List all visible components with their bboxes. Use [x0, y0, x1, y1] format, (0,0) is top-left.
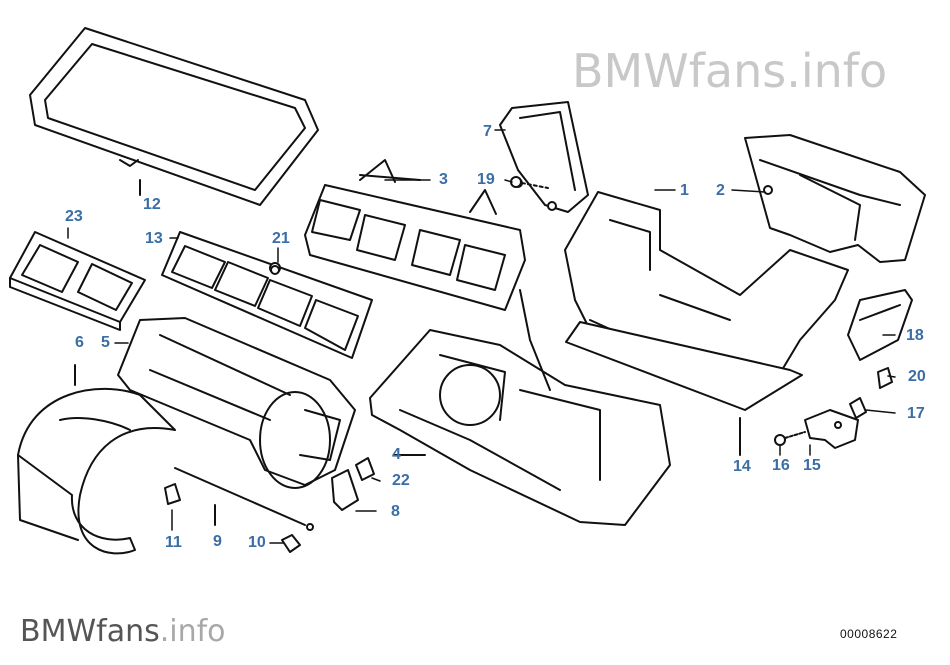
part-9-cable: [174, 467, 314, 531]
part-22-bracket: [355, 457, 375, 481]
part-17-fitting: [849, 397, 867, 419]
callout-11: 11: [165, 534, 182, 551]
watermark-suffix: .info: [159, 614, 226, 649]
part-11-clip: [164, 483, 181, 505]
callout-4: 4: [392, 446, 401, 463]
callout-8: 8: [391, 503, 400, 520]
callout-6: 6: [75, 334, 84, 351]
callout-15: 15: [803, 457, 821, 474]
callout-9: 9: [213, 533, 222, 550]
part-23-filter-frame: [9, 231, 146, 331]
callout-14: 14: [733, 458, 751, 475]
callout-19: 19: [477, 171, 495, 188]
callout-1: 1: [680, 182, 689, 199]
part-8-flap: [331, 469, 359, 511]
leader-lines: [67, 129, 896, 544]
callout-10: 10: [248, 534, 266, 551]
part-2-upper-cover: [744, 134, 926, 263]
part-3-upper-housing: [304, 159, 526, 311]
part-12-gasket-frame: [29, 27, 319, 206]
callout-22: 22: [392, 472, 410, 489]
callout-7: 7: [483, 123, 492, 140]
watermark-brand: BMWfans: [20, 614, 160, 649]
callout-23: 23: [65, 208, 83, 225]
callout-5: 5: [101, 334, 110, 351]
callout-17: 17: [907, 405, 925, 422]
part-6-blower-cover: [17, 364, 176, 555]
callout-3: 3: [439, 171, 448, 188]
watermark-top: BMWfans.info: [572, 44, 888, 98]
part-4-lower-housing: [369, 289, 671, 526]
callout-20: 20: [908, 368, 926, 385]
callout-2: 2: [716, 182, 725, 199]
watermark-bottom: BMWfans.info: [20, 614, 226, 649]
callout-16: 16: [772, 457, 790, 474]
part-21-screw: [270, 265, 280, 275]
callout-21: 21: [272, 230, 290, 247]
part-10-grommet: [281, 534, 301, 553]
part-7-air-duct: [499, 101, 589, 213]
callout-13: 13: [145, 230, 163, 247]
part-16-screw: [774, 431, 806, 446]
diagram-code: 00008622: [840, 627, 898, 641]
callout-18: 18: [906, 327, 924, 344]
part-15-lever: [804, 409, 859, 449]
part-20-clip: [877, 367, 893, 389]
part-14-seal-strip: [565, 321, 803, 456]
callout-12: 12: [143, 196, 161, 213]
part-5-blower-housing: [117, 317, 356, 489]
part-18-bracket: [847, 289, 913, 361]
